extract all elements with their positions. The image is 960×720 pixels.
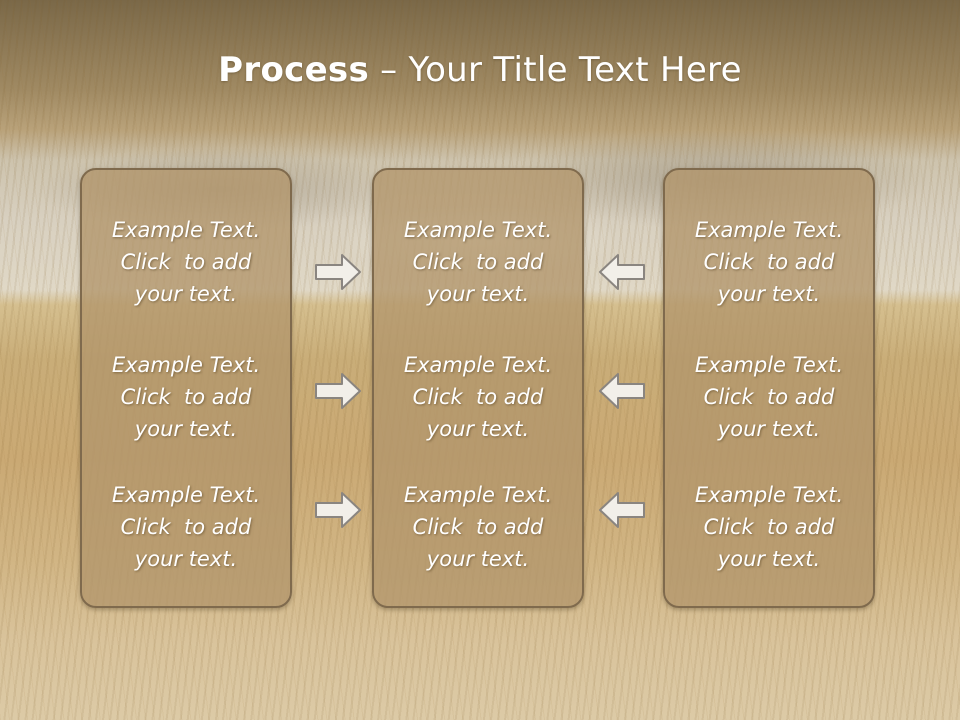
center-panel[interactable]: Example Text. Click to add your text. Ex… bbox=[372, 168, 584, 608]
text-line: Example Text. bbox=[111, 483, 261, 507]
text-line: Click to add bbox=[412, 515, 544, 539]
text-placeholder[interactable]: Example Text. Click to add your text. bbox=[665, 479, 873, 575]
text-line: Click to add bbox=[412, 250, 544, 274]
text-placeholder[interactable]: Example Text. Click to add your text. bbox=[374, 479, 582, 575]
right-panel[interactable]: Example Text. Click to add your text. Ex… bbox=[663, 168, 875, 608]
text-line: Click to add bbox=[703, 250, 835, 274]
text-line: Click to add bbox=[703, 515, 835, 539]
slide-title[interactable]: Process – Your Title Text Here bbox=[0, 50, 960, 90]
right-arrow-icon[interactable] bbox=[314, 490, 362, 530]
text-placeholder[interactable]: Example Text. Click to add your text. bbox=[82, 214, 290, 310]
right-arrow-icon[interactable] bbox=[314, 371, 362, 411]
text-placeholder[interactable]: Example Text. Click to add your text. bbox=[82, 479, 290, 575]
text-line: your text. bbox=[717, 282, 821, 306]
text-line: your text. bbox=[134, 547, 238, 571]
text-line: your text. bbox=[717, 547, 821, 571]
left-arrow-icon[interactable] bbox=[598, 490, 646, 530]
text-placeholder[interactable]: Example Text. Click to add your text. bbox=[374, 349, 582, 445]
text-line: Example Text. bbox=[111, 218, 261, 242]
text-line: Click to add bbox=[412, 385, 544, 409]
text-line: Click to add bbox=[120, 385, 252, 409]
text-line: Example Text. bbox=[694, 483, 844, 507]
text-line: Example Text. bbox=[403, 218, 553, 242]
text-line: Example Text. bbox=[403, 483, 553, 507]
title-bold: Process bbox=[218, 50, 370, 90]
text-line: your text. bbox=[426, 547, 530, 571]
text-placeholder[interactable]: Example Text. Click to add your text. bbox=[665, 349, 873, 445]
right-arrow-icon[interactable] bbox=[314, 252, 362, 292]
text-line: your text. bbox=[426, 282, 530, 306]
text-line: Example Text. bbox=[694, 353, 844, 377]
text-line: Click to add bbox=[703, 385, 835, 409]
left-arrow-icon[interactable] bbox=[598, 371, 646, 411]
text-line: your text. bbox=[717, 417, 821, 441]
text-line: Example Text. bbox=[403, 353, 553, 377]
text-line: Example Text. bbox=[111, 353, 261, 377]
text-placeholder[interactable]: Example Text. Click to add your text. bbox=[82, 349, 290, 445]
left-panel[interactable]: Example Text. Click to add your text. Ex… bbox=[80, 168, 292, 608]
left-arrow-icon[interactable] bbox=[598, 252, 646, 292]
text-placeholder[interactable]: Example Text. Click to add your text. bbox=[665, 214, 873, 310]
text-line: Click to add bbox=[120, 250, 252, 274]
text-placeholder[interactable]: Example Text. Click to add your text. bbox=[374, 214, 582, 310]
text-line: your text. bbox=[134, 282, 238, 306]
text-line: Click to add bbox=[120, 515, 252, 539]
text-line: Example Text. bbox=[694, 218, 844, 242]
text-line: your text. bbox=[134, 417, 238, 441]
text-line: your text. bbox=[426, 417, 530, 441]
title-rest: – Your Title Text Here bbox=[369, 50, 742, 90]
